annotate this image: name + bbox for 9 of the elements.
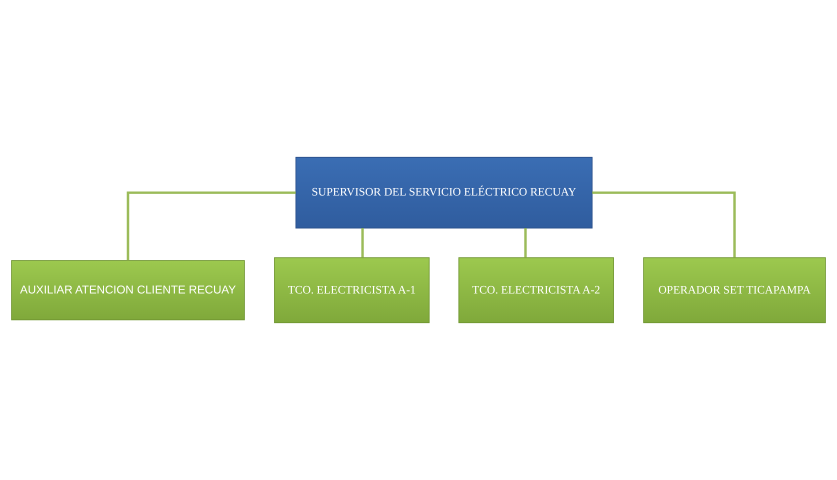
node-box: SUPERVISOR DEL SERVICIO ELÉCTRICO RECUAY	[295, 156, 593, 228]
connector	[361, 228, 364, 258]
connector	[592, 191, 736, 258]
node-box: AUXILIAR ATENCION CLIENTE RECUAY	[11, 260, 245, 320]
connector	[126, 191, 296, 260]
node-box: OPERADOR SET TICAPAMPA	[643, 257, 826, 324]
node-box: TCO. ELECTRICISTA A-2	[458, 257, 614, 324]
connector	[524, 228, 527, 258]
node-box: TCO. ELECTRICISTA A-1	[274, 257, 430, 324]
